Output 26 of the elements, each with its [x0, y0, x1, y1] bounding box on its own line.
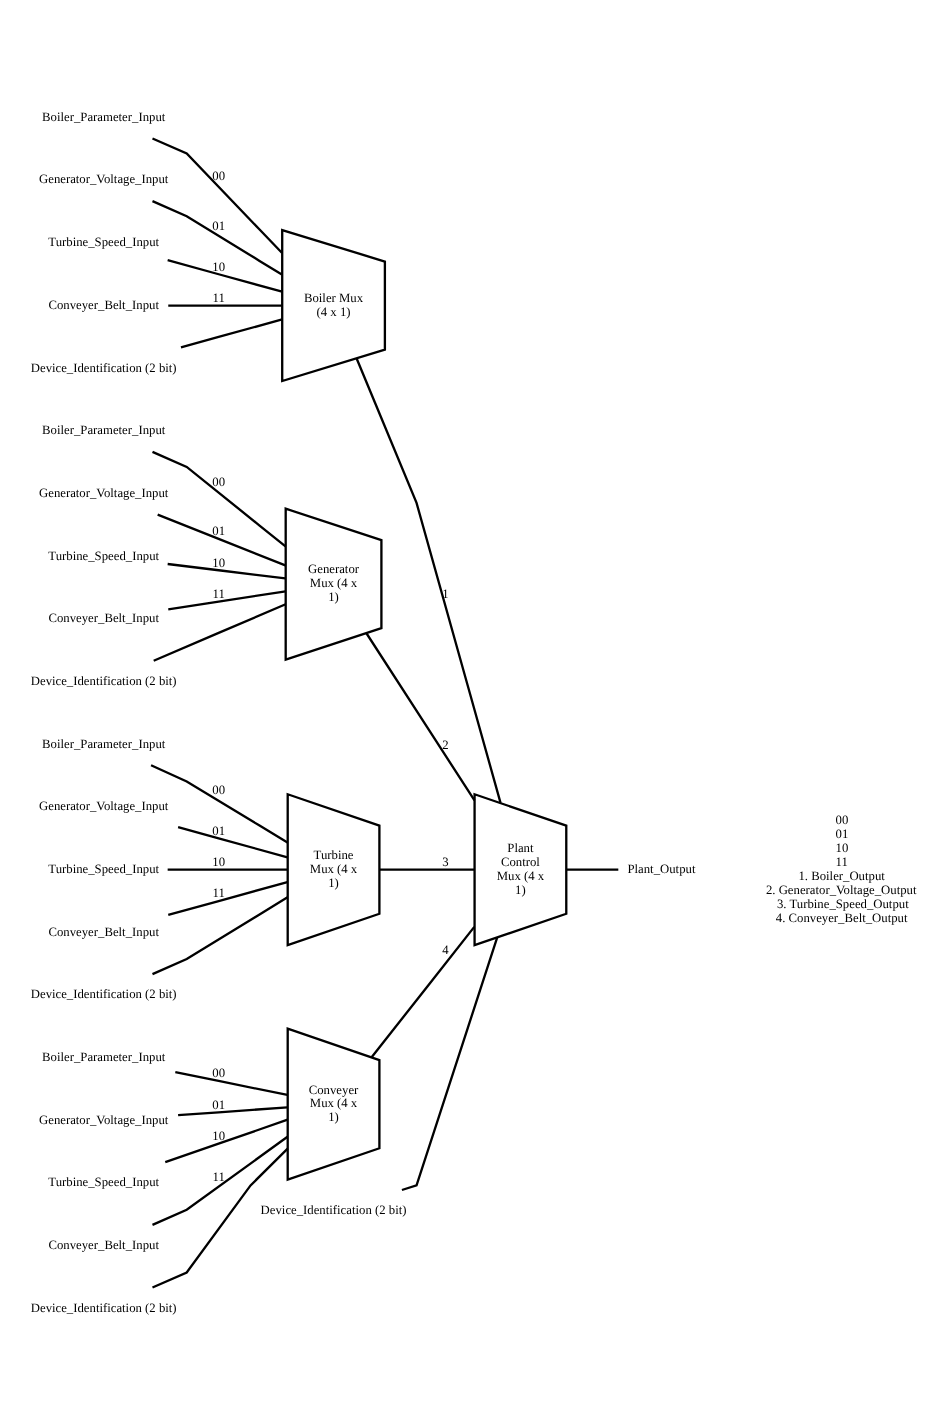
connector — [167, 868, 288, 871]
connector — [157, 513, 286, 567]
connector — [167, 259, 283, 293]
connector — [164, 1118, 288, 1164]
connector — [168, 590, 286, 611]
connector — [152, 450, 287, 548]
connector — [401, 937, 499, 1192]
connector — [152, 200, 283, 276]
connector — [566, 868, 619, 871]
connector — [175, 1070, 288, 1097]
connector — [152, 1147, 289, 1289]
connector — [152, 1135, 289, 1226]
connector — [167, 562, 286, 580]
connector — [178, 1106, 288, 1117]
connector — [150, 764, 289, 844]
connector — [177, 826, 288, 859]
connector — [167, 881, 288, 917]
connector — [379, 868, 475, 871]
connector — [365, 632, 476, 802]
connector — [355, 358, 502, 804]
connector — [180, 318, 283, 349]
connector — [153, 603, 287, 662]
connector — [152, 896, 289, 976]
connector — [168, 304, 282, 307]
connector — [370, 926, 476, 1058]
connector — [152, 137, 283, 254]
